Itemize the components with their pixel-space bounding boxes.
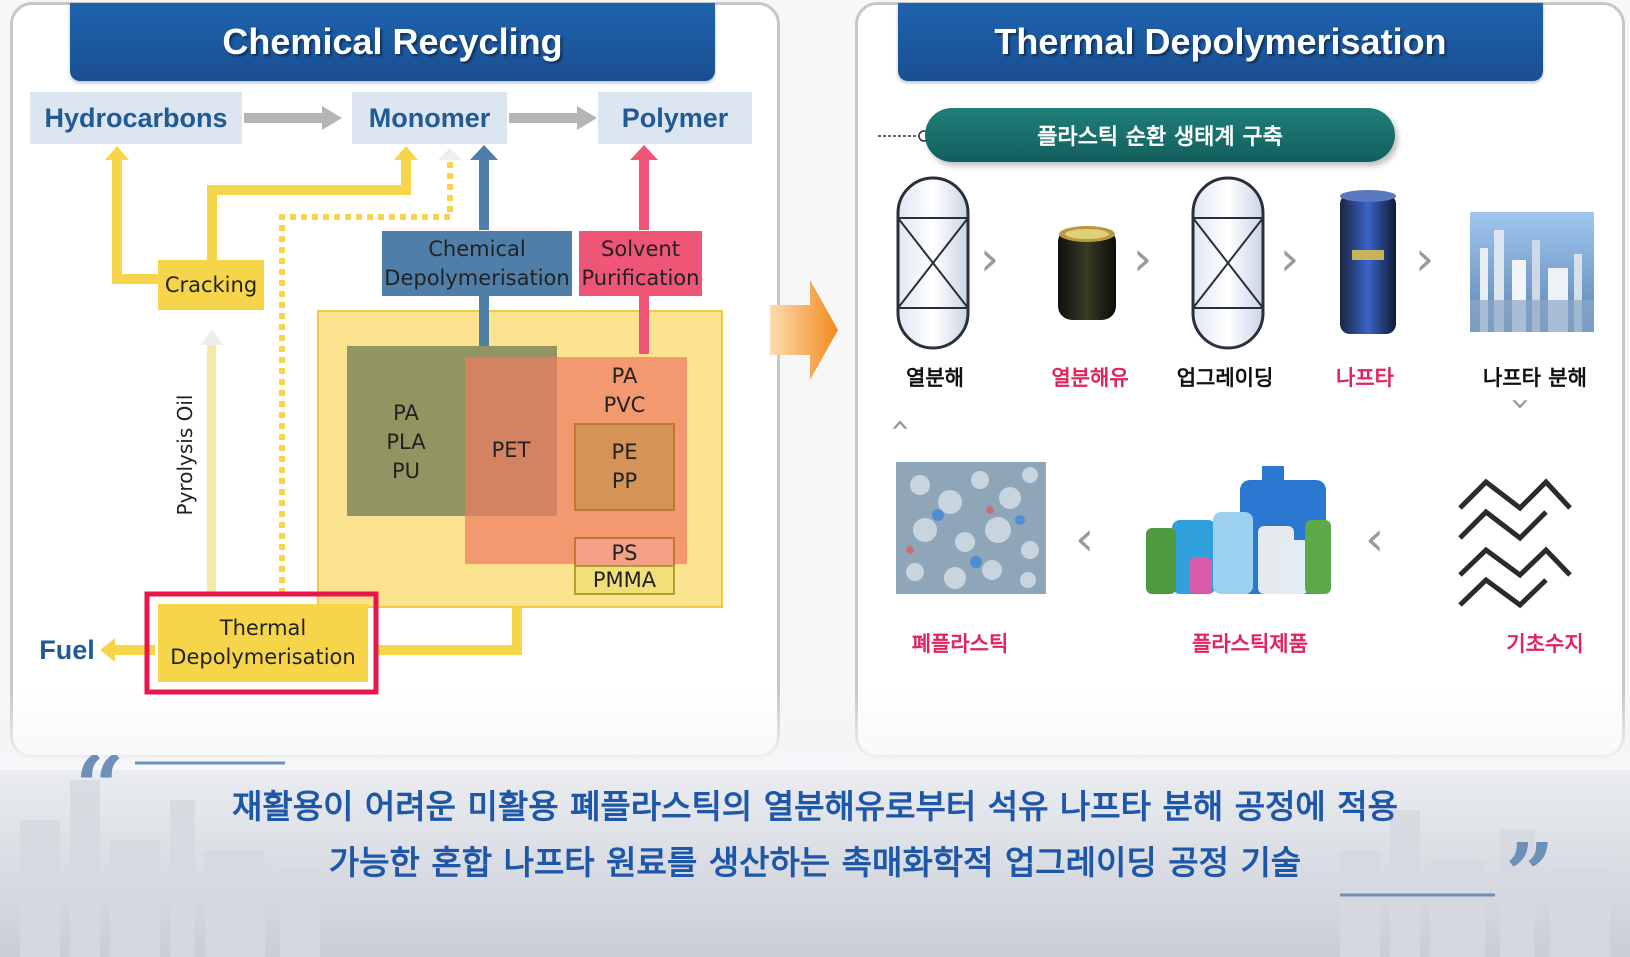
solvent-purification-box — [579, 231, 702, 296]
monomer-label: Monomer — [368, 102, 491, 133]
reactor-vessel-icon-2 — [1191, 176, 1265, 350]
chemical-recycling-header: Chemical Recycling — [70, 3, 715, 81]
monomer-label-bg — [352, 92, 507, 144]
polymer-label: Polymer — [621, 102, 729, 133]
yellow-arrowheads — [100, 146, 418, 662]
plastic-bottles-icon — [1146, 466, 1331, 594]
naphtha-drum-icon — [1340, 190, 1396, 334]
pet-label: PET — [491, 437, 531, 462]
svg-text:›: › — [1133, 231, 1152, 287]
thermal-depolymerisation-box — [158, 604, 368, 682]
chevron-right-icon: › — [980, 231, 999, 287]
ps-label: PS — [611, 540, 638, 565]
chevron-left-icon: ‹ — [1075, 511, 1094, 567]
polymer-label-bg — [598, 92, 752, 144]
chevron-up-icon: › — [880, 418, 919, 432]
thermal-process-icons: › › › › › › — [880, 176, 1594, 609]
fuel-label: Fuel — [39, 634, 95, 665]
row1-label-0: 열분해 — [906, 366, 964, 390]
row2-label-0: 폐플라스틱 — [911, 632, 1009, 656]
thermal-depolymerisation-highlight — [144, 591, 379, 695]
pa-pla-pu-label: PA PLA PU — [386, 401, 426, 483]
dashed-connector — [279, 160, 453, 594]
quote-decoration: “ ” — [75, 755, 1554, 905]
refinery-plant-icon — [1470, 212, 1594, 332]
hydrocarbons-label-bg — [30, 92, 242, 144]
pill-connector — [878, 130, 930, 142]
row1-label-1: 열분해유 — [1051, 366, 1129, 390]
polymer-chain-icon — [1458, 478, 1572, 609]
chemical-depoly-connector — [479, 155, 489, 230]
thermal-depolymerisation-title: Thermal Depolymerisation — [994, 21, 1447, 62]
quote-line-2: 가능한 혼합 나프타 원료를 생산하는 촉매화학적 업그레이딩 공정 기술 — [328, 843, 1302, 882]
open-quote-icon: “ — [75, 755, 124, 838]
row1-label-2: 업그레이딩 — [1176, 366, 1274, 390]
chemical-depolymerisation-box — [382, 231, 572, 296]
row1-label-3: 나프타 — [1336, 366, 1394, 390]
pyrolysis-oil-label: Pyrolysis Oil — [173, 394, 197, 516]
chemical-depolymerisation-label: Chemical Depolymerisation — [384, 236, 570, 290]
reactor-vessel-icon — [896, 176, 970, 350]
pe-pp-region — [574, 423, 675, 511]
svg-text:›: › — [1280, 231, 1299, 287]
orange-transition-arrow — [770, 280, 838, 380]
close-quote-icon: ” — [1505, 825, 1554, 905]
pill-text: 플라스틱 순환 생태계 구축 — [1037, 125, 1283, 150]
pyrolysis-oil-arrow — [207, 345, 216, 595]
chevron-down-icon: › — [1501, 397, 1541, 411]
top-flow-arrows — [244, 106, 597, 130]
chemical-recycling-diagram — [30, 92, 752, 695]
row2-label-2: 기초수지 — [1506, 632, 1584, 656]
pmma-label: PMMA — [592, 567, 657, 592]
plastic-waste-bale-icon — [896, 462, 1046, 594]
row2-label-1: 플라스틱제품 — [1192, 632, 1308, 656]
quote-line-1: 재활용이 어려운 미활용 폐플라스틱의 열분해유로부터 석유 나프타 분해 공정… — [232, 787, 1398, 826]
cracking-label: Cracking — [164, 272, 258, 297]
svg-text:›: › — [1415, 231, 1434, 287]
svg-text:‹: ‹ — [1365, 511, 1384, 567]
plastic-ecosystem-pill: 플라스틱 순환 생태계 구축 — [925, 108, 1395, 162]
cracking-box — [158, 260, 264, 310]
pmma-region — [574, 565, 675, 595]
pyrolysis-oil-drum-icon — [1058, 226, 1116, 320]
row1-label-4: 나프타 분해 — [1483, 366, 1587, 390]
thermal-depolymerisation-header: Thermal Depolymerisation — [898, 3, 1543, 81]
yellow-connectors — [112, 160, 522, 655]
solvent-purification-connector — [639, 155, 649, 230]
panel-fade — [0, 690, 1630, 770]
chemical-recycling-title: Chemical Recycling — [222, 21, 563, 62]
pe-pp-label: PE PP — [611, 440, 638, 493]
solvent-purification-label: Solvent Purification — [581, 236, 700, 290]
thermal-depolymerisation-label: Thermal Depolymerisation — [170, 616, 356, 669]
hydrocarbons-label: Hydrocarbons — [44, 102, 228, 133]
pa-pvc-label: PA PVC — [603, 364, 646, 417]
